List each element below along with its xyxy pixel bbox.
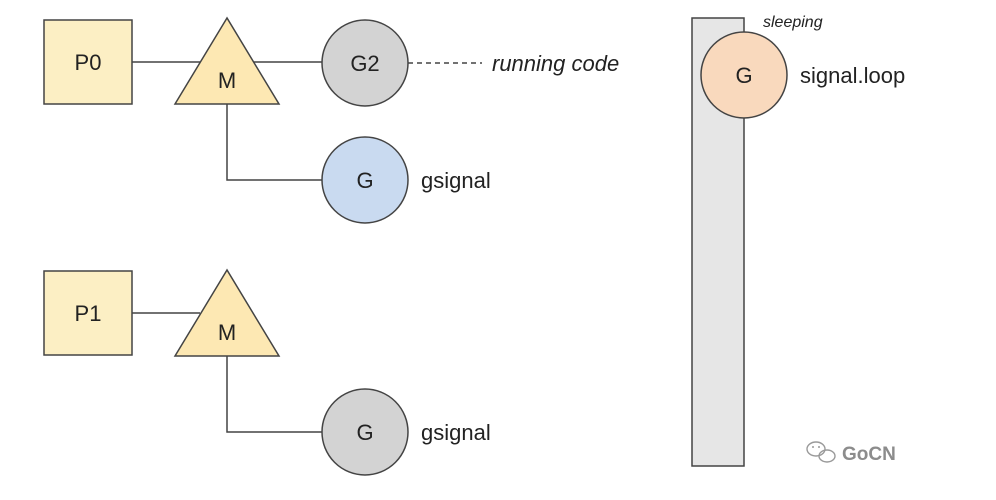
gsignal1-note: gsignal <box>421 420 491 445</box>
watermark-text: GoCN <box>842 444 896 465</box>
signal-loop-circle <box>700 31 788 119</box>
signal-loop-g-label: G <box>735 63 752 88</box>
wechat-icon <box>806 441 836 463</box>
p0-box <box>43 19 133 105</box>
g2-circle <box>321 19 409 107</box>
p1-box <box>43 270 133 356</box>
m1-triangle <box>173 268 281 357</box>
m0-label: M <box>218 68 236 93</box>
sleeping-label: sleeping <box>763 14 823 31</box>
gsignal1-circle <box>321 388 409 476</box>
p1-label: P1 <box>75 301 102 326</box>
m-gsignal-connector <box>226 104 322 181</box>
m0-triangle <box>173 16 281 105</box>
p0-label: P0 <box>75 50 102 75</box>
gsignal1-label: G <box>356 420 373 445</box>
running-code-note: running code <box>492 51 619 76</box>
m1-gsignal-connector <box>226 356 322 433</box>
g2-label: G2 <box>350 51 379 76</box>
m1-label: M <box>218 320 236 345</box>
gsignal0-note: gsignal <box>421 168 491 193</box>
signal-loop-label: signal.loop <box>800 63 905 88</box>
gsignal0-label: G <box>356 168 373 193</box>
gsignal0-circle <box>321 136 409 224</box>
